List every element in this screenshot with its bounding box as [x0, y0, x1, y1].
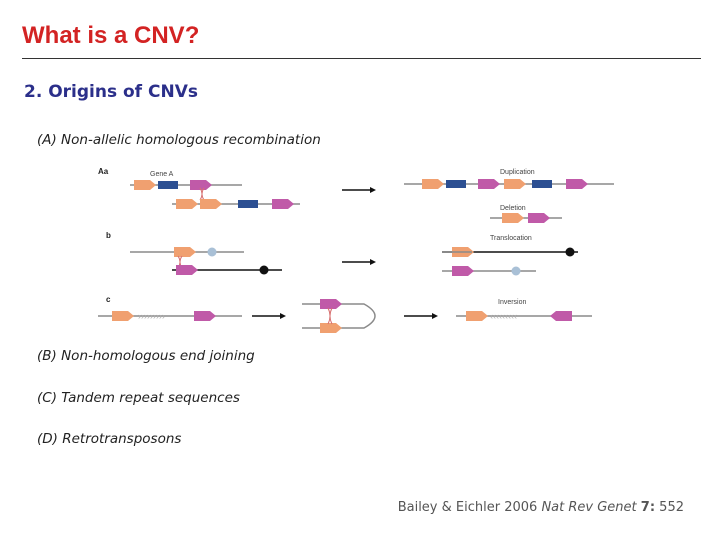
item-nahr: (A) Non-allelic homologous recombination [37, 132, 321, 148]
duplication-label: Duplication [500, 169, 535, 176]
citation-year: 2006 [504, 500, 538, 515]
panel-label-a: Aa [98, 167, 109, 176]
panel-label-c: c [106, 295, 111, 304]
panel-label-b: b [106, 231, 111, 240]
deletion-label: Deletion [500, 205, 526, 212]
citation: Bailey & Eichler 2006 Nat Rev Genet 7: 5… [397, 500, 684, 515]
citation-authors: Bailey & Eichler [397, 500, 501, 515]
gene-a-block [158, 181, 178, 189]
item-nhej: (B) Non-homologous end joining [37, 348, 255, 364]
orange-repeat [200, 199, 222, 209]
grey-marker [207, 247, 217, 257]
gene-a-label: Gene A [150, 171, 174, 178]
section-heading: 2. Origins of CNVs [24, 82, 198, 102]
svg-text:‹‹‹‹‹‹‹‹‹: ‹‹‹‹‹‹‹‹‹ [490, 311, 517, 321]
cnv-mechanism-figure: Aa Gene A Duplication Deletion b [92, 160, 622, 335]
slide-title: What is a CNV? [22, 22, 200, 49]
orange-repeat [176, 199, 198, 209]
gene-a-block [238, 200, 258, 208]
citation-volume: 7 [640, 500, 650, 515]
citation-pages: 552 [659, 500, 684, 515]
title-divider [22, 58, 701, 59]
black-marker [259, 265, 269, 275]
item-tandem-repeats: (C) Tandem repeat sequences [37, 390, 240, 406]
translocation-label: Translocation [490, 235, 532, 242]
purple-repeat [272, 199, 294, 209]
crossover-mark [199, 187, 205, 201]
item-retrotransposons: (D) Retrotransposons [37, 431, 182, 447]
svg-text:›››››››››: ››››››››› [138, 311, 165, 321]
purple-repeat [190, 180, 212, 190]
looped-chromosome [302, 303, 376, 329]
citation-journal: Nat Rev Genet [541, 500, 637, 515]
inversion-label: Inversion [498, 299, 527, 306]
orange-repeat [134, 180, 156, 190]
